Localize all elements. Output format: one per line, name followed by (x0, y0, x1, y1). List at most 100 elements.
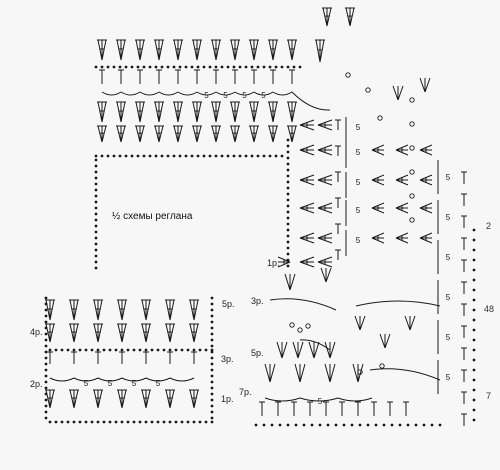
bottom-left-base (144, 420, 148, 424)
chain-dot (196, 154, 200, 158)
chain-stitch (357, 369, 363, 375)
dc-cluster-stitch (253, 125, 259, 143)
chart-caption: ½ схемы реглана (112, 211, 193, 222)
chain-dot (118, 154, 122, 158)
bottom-left-edge (210, 350, 214, 354)
chain-arc (196, 91, 217, 96)
bottom-chain-dot (302, 423, 306, 427)
fan-stitch (324, 363, 331, 383)
dc-cluster-stitch (249, 125, 255, 143)
dc-cluster-stitch (97, 101, 103, 123)
inner-edge-dot (286, 180, 290, 184)
lower-right-arc (355, 300, 441, 307)
dc-cluster-stitch (291, 39, 297, 61)
bottom-left-base (48, 420, 52, 424)
bottom-left-base (96, 420, 100, 424)
bottom-left-edge (210, 368, 214, 372)
outer-edge-dot (472, 258, 476, 262)
chain-arc (158, 91, 179, 96)
dc-cluster-stitch (73, 389, 79, 409)
bottom-left-base (54, 420, 58, 424)
inner-edge-dot (286, 168, 290, 172)
dc-cluster-stitch (173, 39, 179, 61)
chain-dot (142, 154, 146, 158)
corner-arc (269, 298, 337, 311)
chain-count-label: 5 (261, 91, 266, 100)
chain-dot (168, 348, 172, 352)
bottom-left-base (78, 420, 82, 424)
bottom-left-edge (44, 350, 48, 354)
dc-cluster-stitch (135, 39, 141, 61)
bottom-chain-dot (294, 423, 298, 427)
bottom-left-base (150, 420, 154, 424)
inner-edge-dot (286, 234, 290, 238)
dc-cluster-top-right (322, 7, 328, 27)
chain-dot (112, 154, 116, 158)
corner-arc (299, 339, 331, 351)
chain-stitch (379, 363, 385, 369)
chain-dot (118, 65, 122, 69)
chain-dot (280, 154, 284, 158)
outer-edge-dot (472, 418, 476, 422)
chain-dot (130, 65, 134, 69)
dc-cluster-stitch (193, 389, 199, 409)
chain-dot (232, 154, 236, 158)
chain-stitch (409, 145, 415, 151)
inner-edge-dot (286, 150, 290, 154)
fan-stitch (324, 341, 331, 359)
dc-cluster-stitch (121, 323, 127, 343)
chain-count-label: 5 (132, 379, 137, 388)
bottom-left-edge (210, 362, 214, 366)
bottom-left-base (192, 420, 196, 424)
outer-edge-dot (472, 238, 476, 242)
dc-cluster-stitch (319, 39, 325, 63)
left-edge-dot (94, 266, 98, 270)
dc-cluster-stitch (253, 39, 259, 61)
bottom-left-base (174, 420, 178, 424)
left-edge-dot (94, 200, 98, 204)
chain-dot (154, 65, 158, 69)
chain-arc-corner (291, 91, 331, 111)
chain-dot (190, 65, 194, 69)
inner-edge-dot (286, 264, 290, 268)
fan-stitch (299, 363, 306, 383)
edge-number-48: 48 (484, 304, 495, 314)
fan-stitch (354, 315, 361, 331)
chain-arc (253, 91, 274, 96)
chain-dot (172, 154, 176, 158)
bottom-left-base (60, 420, 64, 424)
dc-cluster-stitch (272, 125, 278, 143)
chain-dot (166, 154, 170, 158)
dc-cluster-stitch (173, 101, 179, 123)
chain-stitch (289, 322, 295, 328)
row-label-4-bottom: 4р. (30, 327, 43, 337)
fan-stitch (308, 341, 315, 359)
chain-dot (84, 348, 88, 352)
fan-stitch (352, 363, 359, 383)
chain-dot (184, 65, 188, 69)
fan-stitch (329, 341, 336, 359)
outer-edge-dot (472, 298, 476, 302)
bottom-chain-dot (358, 423, 362, 427)
fan-stitch (325, 267, 332, 283)
chain-dot (198, 348, 202, 352)
dc-cluster-stitch (272, 39, 278, 61)
dc-cluster-stitch (116, 39, 122, 61)
bottom-left-edge (210, 374, 214, 378)
chain-dot (180, 348, 184, 352)
chain-dot (138, 348, 142, 352)
chain-dot (274, 65, 278, 69)
bottom-chain-dot (438, 423, 442, 427)
edge-number-7: 7 (486, 391, 492, 401)
fan-stitch (297, 341, 304, 359)
bottom-left-edge (210, 296, 214, 300)
bottom-left-base (168, 420, 172, 424)
fan-stitch (264, 363, 271, 383)
bottom-chain-dot (310, 423, 314, 427)
left-edge-dot (94, 224, 98, 228)
inner-edge-dot (286, 162, 290, 166)
dc-cluster-stitch (117, 389, 123, 409)
dc-cluster-stitch (121, 389, 127, 409)
bottom-left-edge (44, 296, 48, 300)
bottom-left-edge (44, 416, 48, 420)
